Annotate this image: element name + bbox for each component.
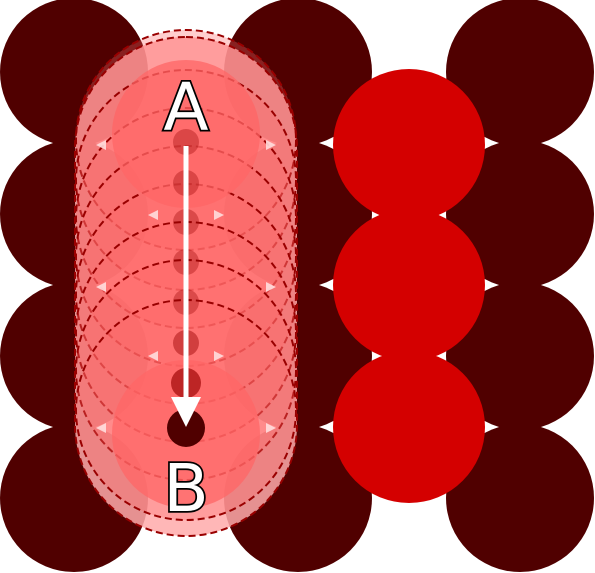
arrow-right-icon [96,282,106,292]
interstitial-atom [333,69,485,221]
arrow-left-icon [214,351,224,361]
arrow-right-icon [96,140,106,150]
arrow-right-icon [96,423,106,433]
side-arrows [96,140,276,433]
lattice-atom [446,0,594,146]
arrow-right-icon [148,210,158,220]
interstitial-atoms [333,69,485,503]
interstitial-atom [333,209,485,361]
lattice-atom [446,424,594,572]
end-label: B [163,450,208,527]
arrow-left-icon [266,282,276,292]
interstitial-atom [333,351,485,503]
arrow-left-icon [266,140,276,150]
start-atom [112,60,260,208]
path-dot [173,129,199,155]
lattice-atom [446,282,594,430]
trail-outline [74,36,298,537]
arrow-right-icon [148,351,158,361]
end-dot [167,409,205,447]
arrow-left-icon [214,210,224,220]
arrow-left-icon [266,423,276,433]
lattice-atom [446,140,594,288]
start-label: A [163,69,208,146]
